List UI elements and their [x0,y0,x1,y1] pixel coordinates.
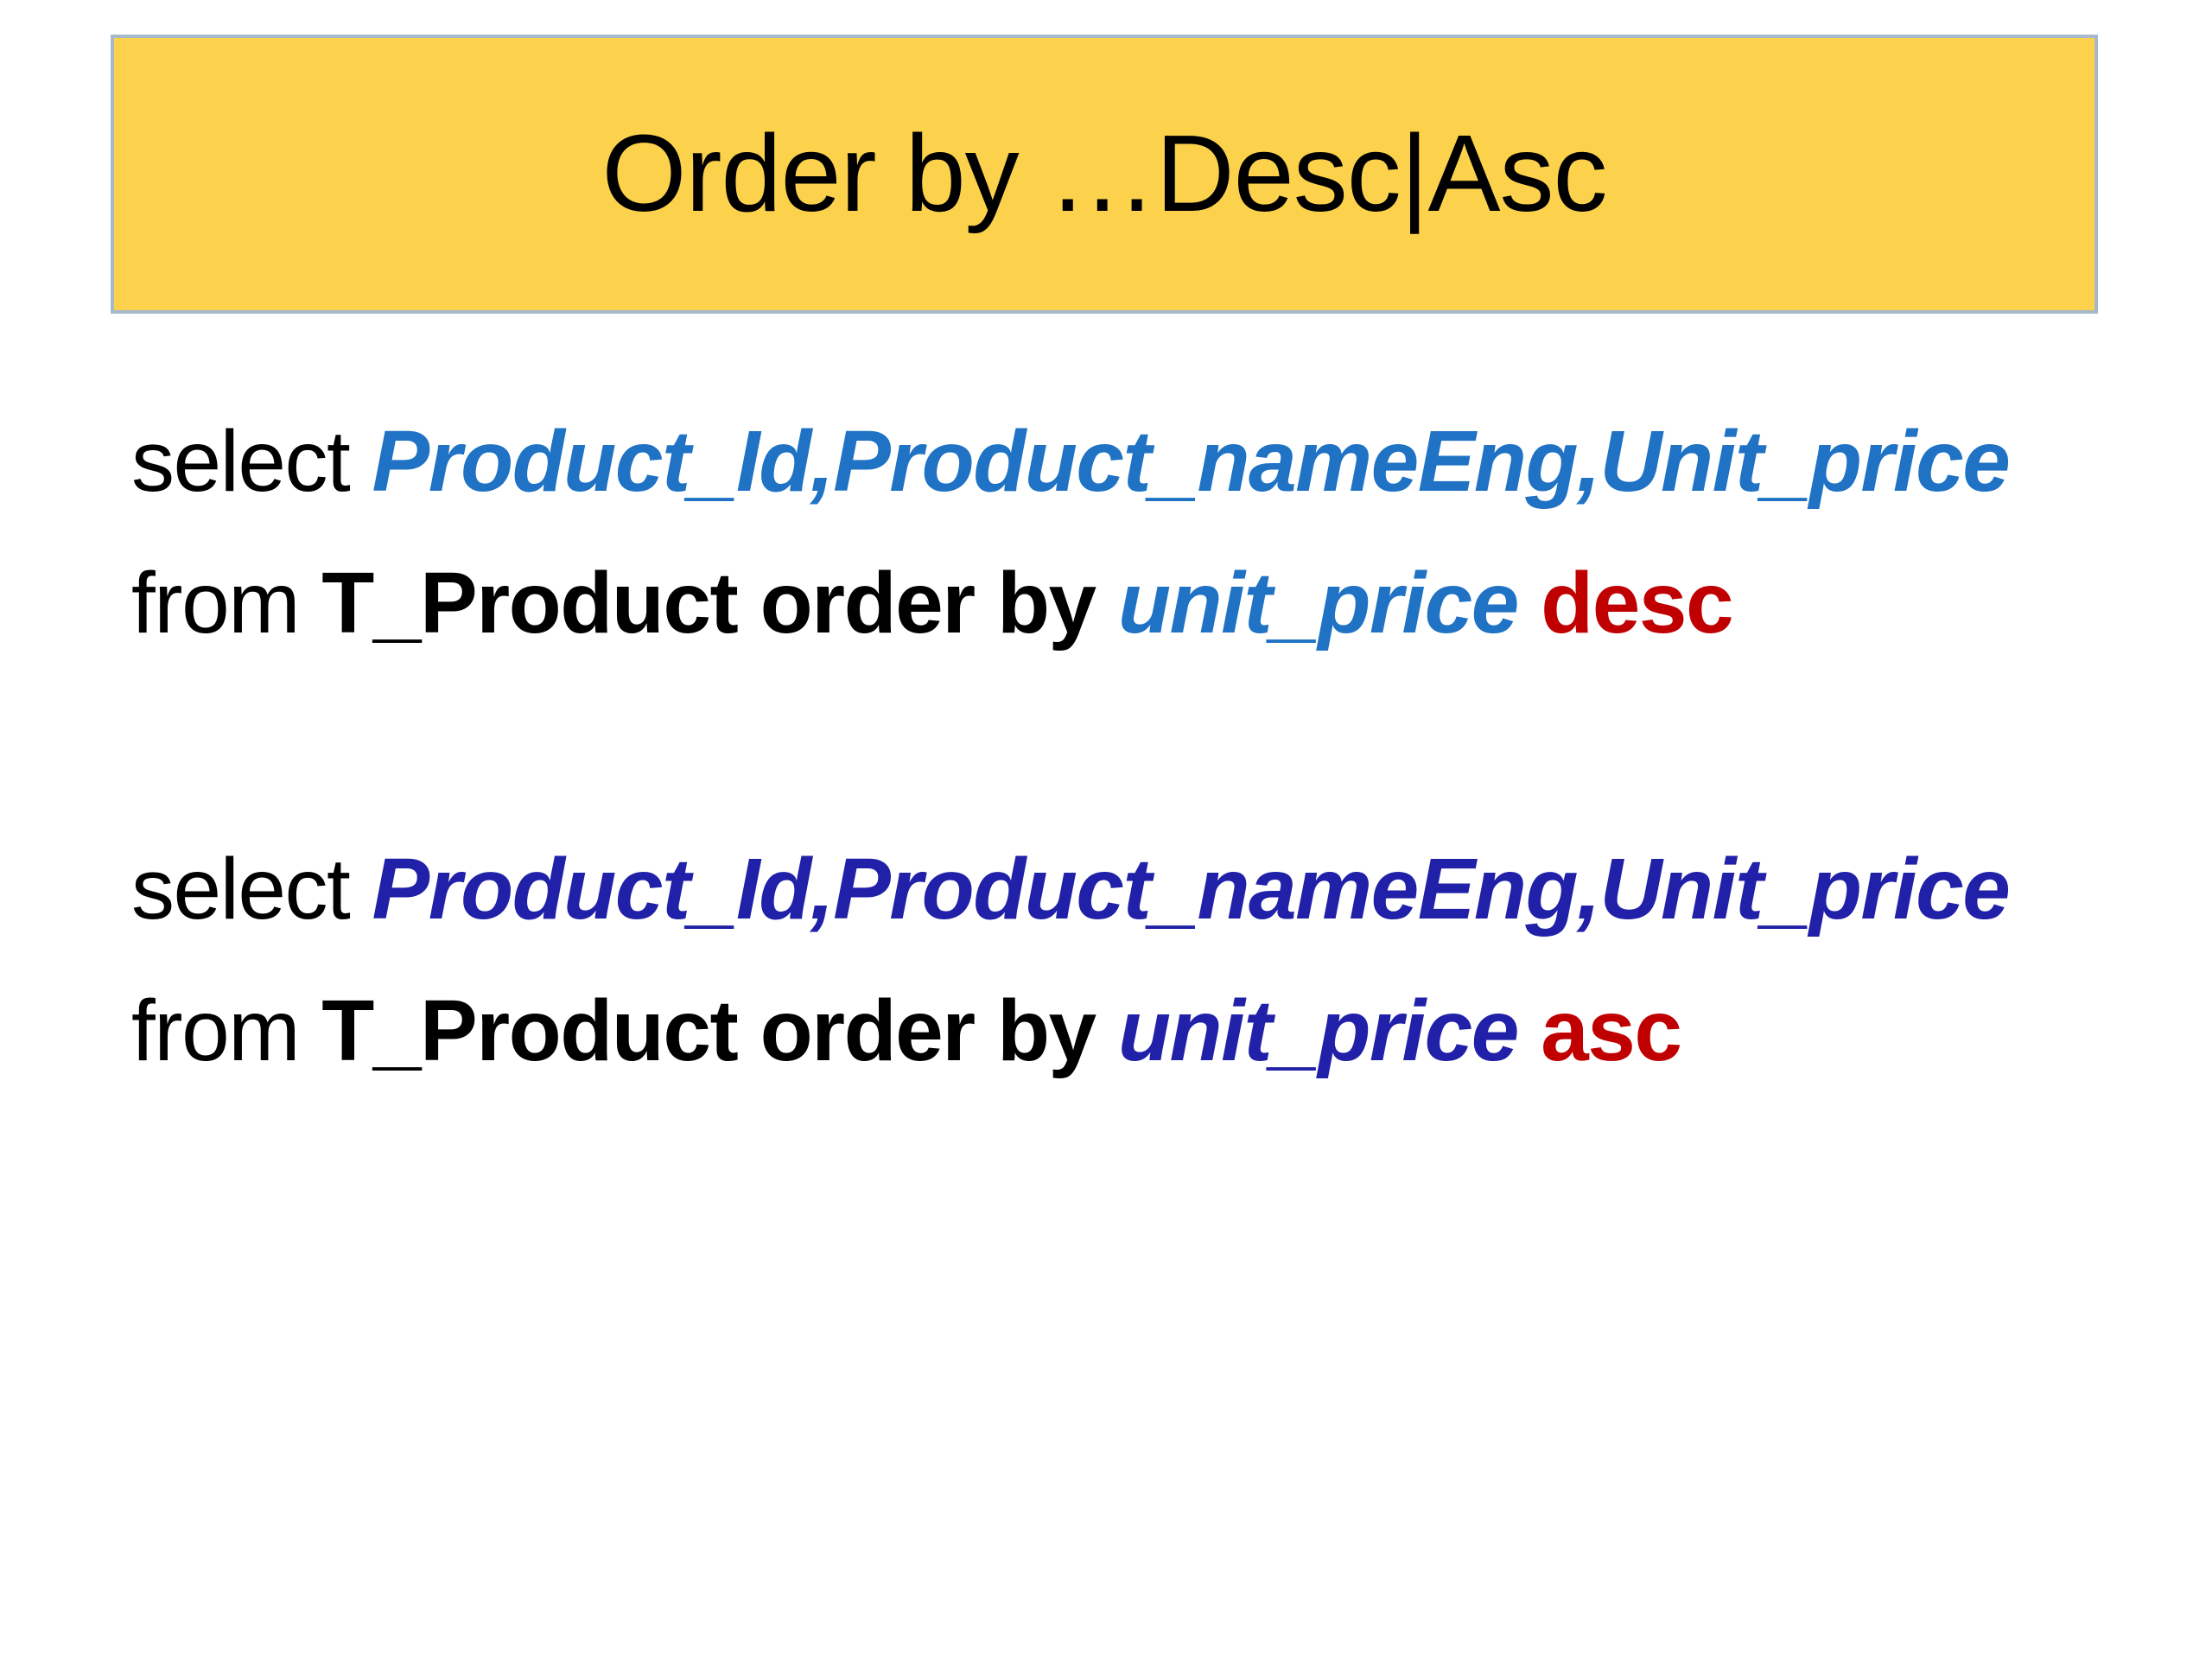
from-keyword: from [131,982,322,1079]
page-title: Order by …Desc|Asc [601,112,1607,235]
sql-line-from-desc: from T_Product order by unit_price desc [131,532,2145,674]
sql-examples-container: select Product_Id,Product_nameEng,Unit_p… [131,391,2145,1102]
select-keyword: select [131,413,372,510]
sort-direction-keyword: asc [1541,982,1682,1079]
sql-line-from-asc: from T_Product order by unit_price asc [131,960,2145,1102]
space-separator [1518,982,1541,1079]
sql-line-select-desc: select Product_Id,Product_nameEng,Unit_p… [131,391,2145,532]
select-keyword: select [131,841,372,938]
space-separator [1518,555,1541,652]
order-by-field: unit_price [1117,982,1519,1079]
from-keyword: from [131,555,322,652]
column-list: Product_Id,Product_nameEng,Unit_price [372,413,2011,510]
table-and-orderby-clause: T_Product order by [321,982,1118,1079]
order-by-field: unit_price [1117,555,1519,652]
sql-statement-asc: select Product_Id,Product_nameEng,Unit_p… [131,818,2145,1102]
sql-line-select-asc: select Product_Id,Product_nameEng,Unit_p… [131,818,2145,960]
sort-direction-keyword: desc [1541,555,1733,652]
column-list: Product_Id,Product_nameEng,Unit_price [372,841,2011,938]
title-banner: Order by …Desc|Asc [111,35,2098,314]
sql-statement-desc: select Product_Id,Product_nameEng,Unit_p… [131,391,2145,674]
table-and-orderby-clause: T_Product order by [321,555,1118,652]
